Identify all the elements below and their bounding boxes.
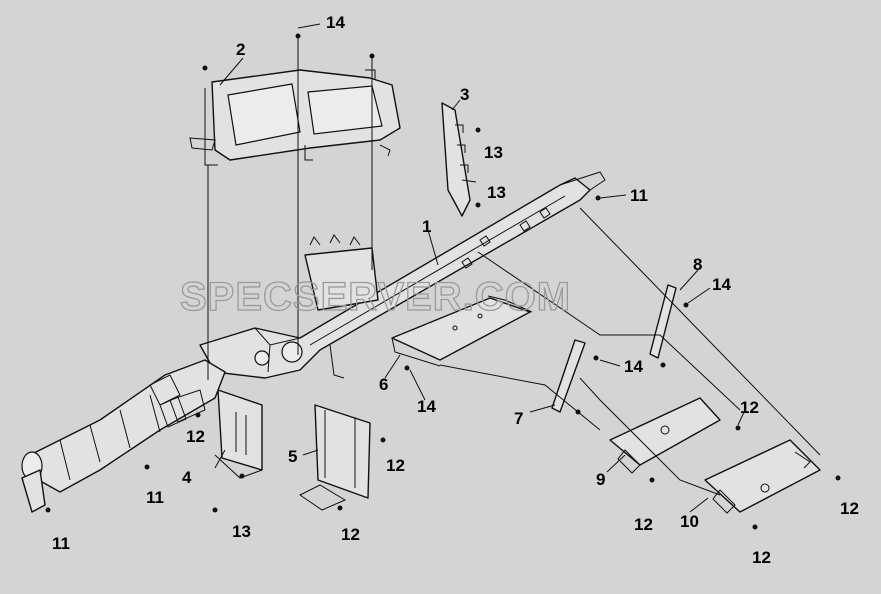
alignment-lines — [207, 36, 821, 496]
strip-part-8 — [649, 284, 677, 359]
lower-bracket-5 — [299, 404, 371, 511]
callout-5: 5 — [288, 447, 297, 466]
callout-10: 10 — [680, 512, 699, 531]
watermark-text: SPECSERVER.COM — [180, 275, 571, 319]
callout-7: 7 — [514, 409, 523, 428]
callout-14-left: 14 — [417, 397, 436, 416]
callout-13-low: 13 — [232, 522, 251, 541]
fastener-dots — [45, 33, 841, 530]
plate-part-6 — [391, 295, 533, 367]
left-column-assembly — [21, 359, 226, 513]
callout-12-right: 12 — [740, 398, 759, 417]
callout-12-ten: 12 — [752, 548, 771, 567]
callout-3: 3 — [460, 85, 469, 104]
callout-14-right: 14 — [712, 275, 731, 294]
callout-8: 8 — [693, 255, 702, 274]
callout-14-mid: 14 — [624, 357, 643, 376]
lower-bracket-4 — [214, 389, 263, 479]
callout-1: 1 — [422, 217, 431, 236]
callout-12-nine: 12 — [634, 515, 653, 534]
callout-4: 4 — [182, 468, 192, 487]
side-bracket-part — [441, 102, 477, 217]
upper-frame-part — [189, 69, 401, 166]
callout-11-right: 11 — [630, 186, 648, 205]
cross-beam-part — [199, 171, 606, 379]
callout-14-top: 14 — [326, 13, 345, 32]
callout-9: 9 — [596, 470, 605, 489]
callout-12-five: 12 — [386, 456, 405, 475]
plate-part-10 — [704, 439, 821, 514]
beam-mount-bracket — [304, 234, 379, 311]
callout-13-upper: 13 — [484, 143, 503, 162]
callout-12-bottom: 12 — [341, 525, 360, 544]
strip-part-7 — [551, 339, 586, 413]
callout-13-mid: 13 — [487, 183, 506, 202]
callout-11-left: 11 — [52, 534, 70, 553]
callout-2: 2 — [236, 40, 245, 59]
callout-leaders — [214, 23, 746, 513]
callout-12-left: 12 — [186, 427, 205, 446]
callout-6: 6 — [379, 375, 388, 394]
plate-part-9 — [609, 397, 721, 474]
callout-12-far: 12 — [840, 499, 859, 518]
callout-11-mid: 11 — [146, 488, 164, 507]
